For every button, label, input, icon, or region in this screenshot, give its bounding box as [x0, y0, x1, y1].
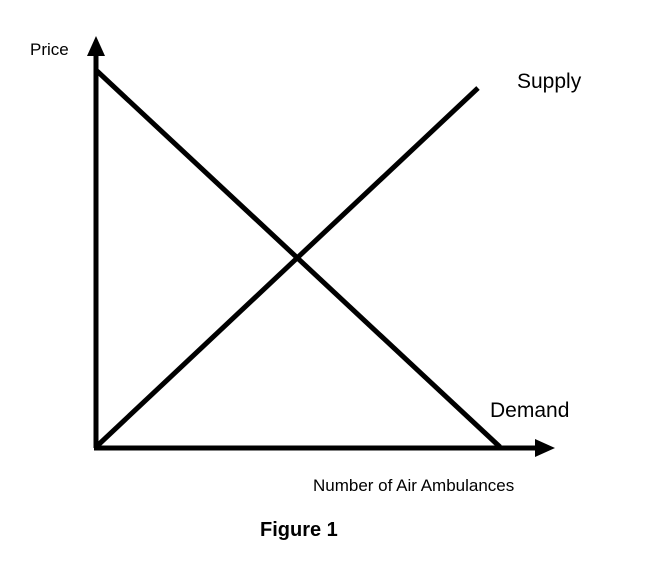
figure-caption: Figure 1: [260, 519, 338, 541]
y-axis-arrow: [87, 36, 105, 56]
supply-curve: [94, 86, 480, 449]
demand-label: Demand: [490, 399, 570, 422]
supply-label: Supply: [517, 70, 582, 93]
y-axis-label: Price: [30, 40, 69, 59]
x-axis-label: Number of Air Ambulances: [313, 476, 515, 495]
x-axis-arrow: [535, 439, 555, 457]
